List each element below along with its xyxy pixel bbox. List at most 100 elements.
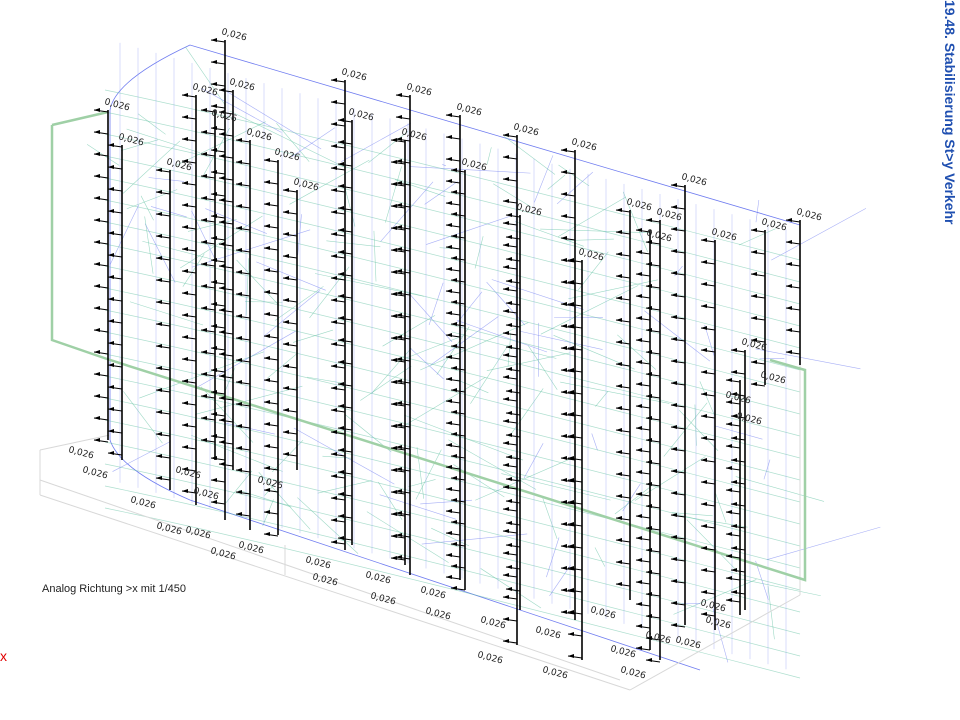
arrow-head-icon xyxy=(503,639,509,643)
arrow-head-icon xyxy=(616,494,622,498)
arrow-head-icon xyxy=(331,254,337,258)
arrow-head-icon xyxy=(283,342,289,346)
arrow-head-icon xyxy=(156,278,162,282)
arrow-head-icon xyxy=(751,338,757,342)
load-value-label: 0,026 xyxy=(644,630,672,646)
arrow-head-icon xyxy=(446,575,452,579)
arrow-head-icon xyxy=(568,522,574,526)
arrow-head-icon xyxy=(671,381,677,385)
arrow-head-icon xyxy=(211,214,217,218)
arrow-head-icon xyxy=(568,610,574,614)
arrow-head-icon xyxy=(396,511,402,515)
arrow-head-icon xyxy=(671,513,677,517)
arrow-head-icon xyxy=(219,198,225,202)
arrow-head-icon xyxy=(561,214,567,218)
arrow-head-icon xyxy=(236,314,242,318)
bracing-member xyxy=(129,301,204,326)
support-frame xyxy=(39,110,807,691)
arrow-head-icon xyxy=(616,516,622,520)
arrow-head-icon xyxy=(201,196,207,200)
bracing-member xyxy=(109,204,139,265)
arrow-head-icon xyxy=(701,282,707,286)
bracing-member xyxy=(421,533,528,545)
arrow-head-icon xyxy=(94,328,100,332)
bracing-member xyxy=(534,155,554,203)
arrow-head-icon xyxy=(156,212,162,216)
arrow-head-icon xyxy=(236,248,242,252)
arrow-head-icon xyxy=(391,314,397,318)
floor-slab-edge xyxy=(104,375,801,547)
arrow-head-icon xyxy=(211,346,217,350)
arrow-head-icon xyxy=(219,308,225,312)
arrow-head-icon xyxy=(786,328,792,332)
bracing-member xyxy=(263,290,321,337)
arrow-head-icon xyxy=(446,553,452,557)
arrow-head-icon xyxy=(503,375,509,379)
arrow-head-icon xyxy=(338,338,344,342)
arrow-head-icon xyxy=(391,380,397,384)
arrow-head-icon xyxy=(201,438,207,442)
arrow-head-icon xyxy=(94,152,100,156)
arrow-head-icon xyxy=(211,368,217,372)
arrow-head-icon xyxy=(283,386,289,390)
arrow-head-icon xyxy=(331,188,337,192)
arrow-head-icon xyxy=(636,426,642,430)
bracing-member xyxy=(274,286,324,321)
arrow-head-icon xyxy=(391,358,397,362)
arrow-head-icon xyxy=(331,540,337,544)
arrow-head-icon xyxy=(201,284,207,288)
arrow-head-icon xyxy=(396,423,402,427)
arrow-head-icon xyxy=(396,159,402,163)
arrow-head-icon xyxy=(636,250,642,254)
load-value-label: 0,026 xyxy=(129,495,157,511)
arrow-head-icon xyxy=(264,488,270,492)
bracing-member xyxy=(144,216,154,274)
arrow-head-icon xyxy=(503,507,509,511)
arrow-head-icon xyxy=(616,208,622,212)
arrow-head-icon xyxy=(338,250,344,254)
arrow-head-icon xyxy=(108,407,114,411)
arrow-head-icon xyxy=(636,646,642,650)
bracing-member xyxy=(763,459,771,480)
arrow-head-icon xyxy=(283,232,289,236)
arrow-head-icon xyxy=(636,624,642,628)
bracing-member xyxy=(194,385,303,415)
floor-slab-edge xyxy=(104,243,801,415)
arrow-head-icon xyxy=(731,524,737,528)
bracing-member xyxy=(766,526,881,560)
bracing-member xyxy=(297,214,302,256)
arrow-head-icon xyxy=(264,532,270,536)
arrow-head-icon xyxy=(391,336,397,340)
bracing-member xyxy=(486,147,492,165)
arrow-head-icon xyxy=(201,262,207,266)
arrow-head-icon xyxy=(568,302,574,306)
arrow-head-icon xyxy=(731,370,737,374)
arrow-head-icon xyxy=(156,190,162,194)
arrow-head-icon xyxy=(561,148,567,152)
arrow-head-icon xyxy=(264,356,270,360)
arrow-head-icon xyxy=(701,392,707,396)
arrow-head-icon xyxy=(236,358,242,362)
bracing-member xyxy=(470,344,509,404)
arrow-head-icon xyxy=(396,533,402,537)
arrow-head-icon xyxy=(726,554,732,558)
bracing-member xyxy=(307,376,345,384)
arrow-head-icon xyxy=(561,478,567,482)
arrow-head-icon xyxy=(451,476,457,480)
arrow-head-icon xyxy=(236,468,242,472)
arrow-head-icon xyxy=(156,432,162,436)
arrow-head-icon xyxy=(646,438,652,442)
arrow-head-icon xyxy=(182,93,188,97)
arrow-head-icon xyxy=(391,292,397,296)
arrow-head-icon xyxy=(283,320,289,324)
arrow-head-icon xyxy=(636,580,642,584)
bracing-member xyxy=(568,279,658,300)
arrow-head-icon xyxy=(671,183,677,187)
bracing-member xyxy=(373,230,377,282)
arrow-head-icon xyxy=(94,218,100,222)
arrow-head-icon xyxy=(568,412,574,416)
arrow-head-icon xyxy=(646,592,652,596)
arrow-head-icon xyxy=(701,436,707,440)
arrow-head-icon xyxy=(616,362,622,366)
bracing-member xyxy=(123,391,163,444)
